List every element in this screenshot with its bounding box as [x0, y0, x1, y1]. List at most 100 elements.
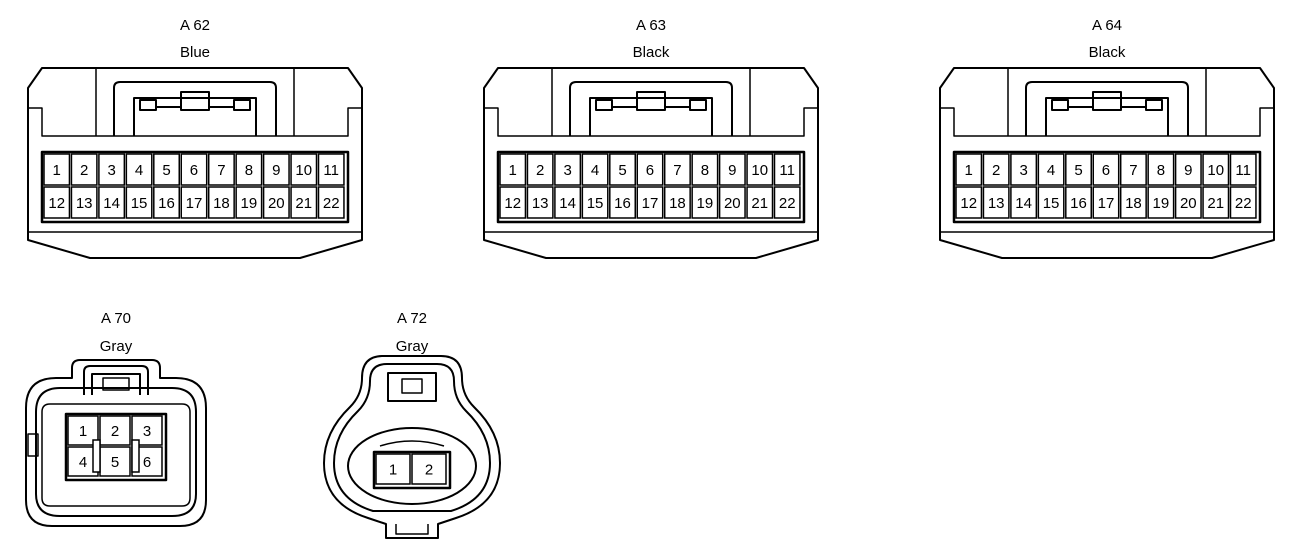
connector-a63-pin-cell	[746, 153, 774, 186]
connector-a64-pin-cell	[1174, 186, 1202, 219]
connector-a63-pin-cell	[554, 186, 582, 219]
connector-a70-pin-label: 5	[111, 454, 119, 471]
connector-a72-pin-block	[372, 450, 452, 490]
connector-a63-lock-tab	[569, 81, 733, 136]
connector-a62-pin-cell	[207, 153, 235, 186]
connector-a70-key-right	[131, 439, 140, 473]
connector-a64-pin-cell	[1229, 186, 1257, 219]
connector-a70-pin-label: 2	[111, 423, 119, 440]
connector-a72-color: Gray	[396, 338, 429, 355]
connector-a63-pin-label: 4	[591, 162, 599, 179]
connector-a64-pin-label: 11	[1235, 162, 1251, 179]
connector-a63-id: A 63	[636, 17, 666, 34]
connector-a63-housing	[483, 67, 819, 259]
connector-a64-pin-cell	[1092, 186, 1120, 219]
connector-a62-pin-label: 5	[162, 162, 170, 179]
connector-a64-pin-cell	[1174, 153, 1202, 186]
connector-a64-pin-cell	[1010, 153, 1038, 186]
connector-a62-pin-cell	[43, 186, 71, 219]
connector-a63-pin-cell	[609, 153, 637, 186]
connector-a62-housing	[27, 67, 363, 259]
connector-a62-pin-cell	[125, 186, 153, 219]
connector-a72-latch	[387, 372, 437, 402]
connector-a62-pin-cell	[235, 153, 263, 186]
connector-a72-housing-outer	[323, 355, 501, 539]
connector-a64-pin-label: 7	[1129, 162, 1137, 179]
connector-a63-pin-label: 15	[587, 195, 604, 212]
connector-a63-pin-block	[496, 150, 806, 224]
connector-a62-id: A 62	[180, 17, 210, 34]
connector-a63-pin-label: 20	[724, 195, 741, 212]
connector-a63-pin-cell	[581, 153, 609, 186]
connector-a62-pin-label: 19	[241, 195, 258, 212]
connector-a70-pin-cell	[67, 415, 99, 446]
connector-a64-pin-label: 18	[1125, 195, 1142, 212]
connector-a63-pin-label: 7	[673, 162, 681, 179]
connector-a63-pin-label: 17	[642, 195, 659, 212]
connector-a62-pin-label: 16	[158, 195, 175, 212]
connector-a72-pin-cell	[411, 453, 447, 485]
connector-a70-pin-block	[64, 412, 168, 482]
connector-a62-pin-cell	[98, 153, 126, 186]
connector-a64-pin-label: 4	[1047, 162, 1055, 179]
connector-a63-pin-cell	[718, 153, 746, 186]
connector-a62-pin-cell	[262, 186, 290, 219]
connector-a62-pin-label: 17	[186, 195, 203, 212]
connector-a63-pin-label: 8	[701, 162, 709, 179]
connector-a70-pin-label: 1	[79, 423, 87, 440]
connector-a63-pin-cell	[636, 153, 664, 186]
connector-a62-pin-cell	[290, 153, 318, 186]
connector-a70-pin-label: 3	[143, 423, 151, 440]
connector-a64-pin-label: 22	[1235, 195, 1252, 212]
connector-a72-pin-cell	[375, 453, 411, 485]
connector-a63-pin-label: 1	[509, 162, 517, 179]
connector-a62-pin-cell	[235, 186, 263, 219]
connector-a64-pin-label: 3	[1019, 162, 1027, 179]
connector-a62-pin-cell	[317, 153, 345, 186]
connector-a62-pin-label: 6	[190, 162, 198, 179]
connector-a62-pin-label: 9	[272, 162, 280, 179]
connector-a64-pin-cell	[1202, 186, 1230, 219]
connector-a62-pin-label: 20	[268, 195, 285, 212]
connector-a64-pin-label: 6	[1102, 162, 1110, 179]
connector-a62-pin-label: 4	[135, 162, 143, 179]
connector-a64-pin-label: 8	[1157, 162, 1165, 179]
connector-a64-id: A 64	[1092, 17, 1122, 34]
connector-a70-color: Gray	[100, 338, 133, 355]
connector-a63-pin-cell	[663, 186, 691, 219]
connector-a64-pin-cell	[1065, 153, 1093, 186]
connector-a62-pin-cell	[153, 153, 181, 186]
connector-a62-pin-cell	[70, 186, 98, 219]
connector-a64-pin-label: 15	[1043, 195, 1060, 212]
connector-a64-pin-label: 2	[992, 162, 1000, 179]
connector-a63-pin-label: 2	[536, 162, 544, 179]
connector-a63-pin-label: 3	[563, 162, 571, 179]
connector-a62-pin-label: 14	[103, 195, 120, 212]
connector-a64-pin-label: 16	[1070, 195, 1087, 212]
connector-a63-pin-cell	[636, 186, 664, 219]
connector-a63-pin-cell	[663, 153, 691, 186]
connector-a70-pin-label: 6	[143, 454, 151, 471]
connector-a63-pin-cell	[746, 186, 774, 219]
connector-a64-pin-label: 12	[960, 195, 977, 212]
connector-a64-pin-label: 13	[988, 195, 1005, 212]
connector-a62-pin-label: 2	[80, 162, 88, 179]
connector-a62-color: Blue	[180, 44, 210, 61]
connector-a63-color: Black	[633, 44, 670, 61]
connector-a64-pin-cell	[1092, 153, 1120, 186]
connector-a62-pin-label: 1	[53, 162, 61, 179]
connector-a62-pin-label: 3	[107, 162, 115, 179]
connector-a62-pin-label: 11	[323, 162, 339, 179]
connector-a64-pin-cell	[1037, 186, 1065, 219]
connector-a63-pin-cell	[609, 186, 637, 219]
connector-a72-pin-label: 2	[425, 462, 433, 479]
connector-a70-housing-outer	[25, 359, 207, 527]
connector-a63-pin-cell	[773, 186, 801, 219]
connector-a64-pin-cell	[1202, 153, 1230, 186]
connector-a64-pin-cell	[1119, 186, 1147, 219]
connector-a62-pin-cell	[207, 186, 235, 219]
connector-a62-pin-label: 12	[48, 195, 65, 212]
